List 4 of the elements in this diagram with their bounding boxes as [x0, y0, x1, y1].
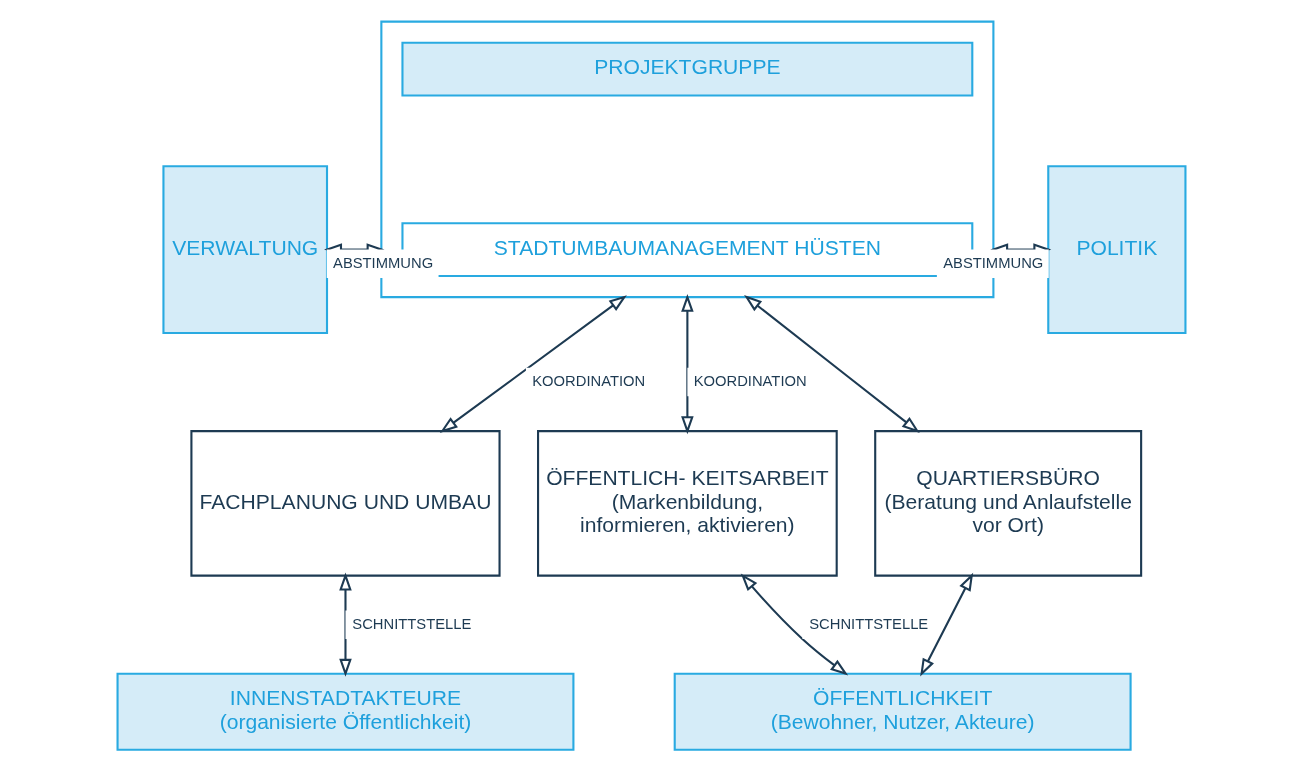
edge-label: KOORDINATION — [693, 372, 807, 389]
edge-label: SCHNITTSTELLE — [809, 615, 929, 632]
edge-label: KOORDINATION — [532, 372, 646, 389]
edge-label: SCHNITTSTELLE — [352, 615, 472, 632]
